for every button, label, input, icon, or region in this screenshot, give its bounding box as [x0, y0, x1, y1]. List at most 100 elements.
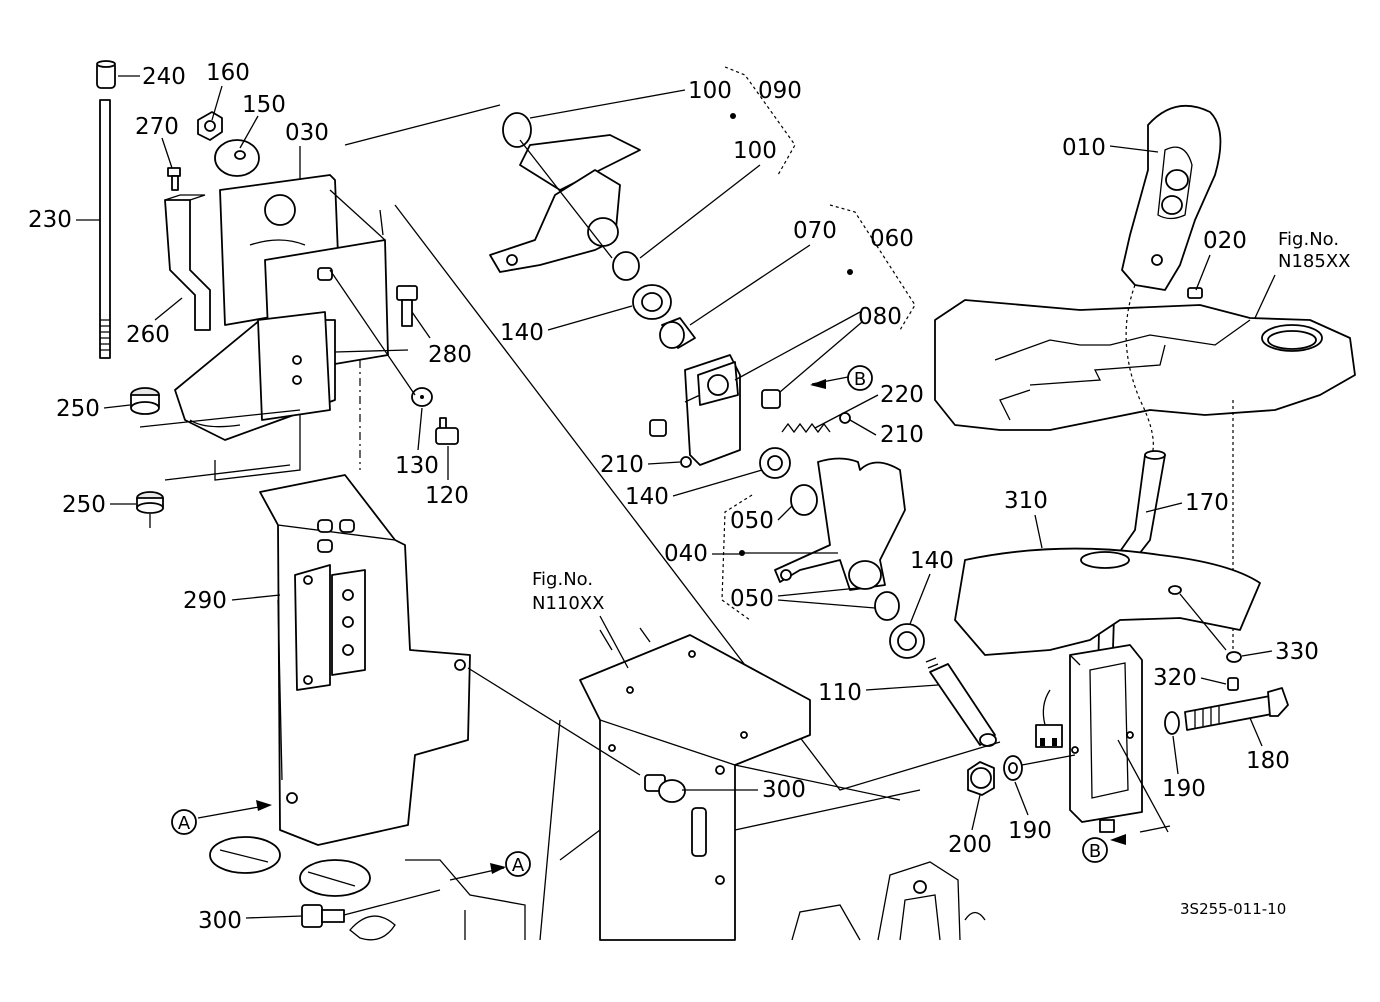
svg-text:210: 210: [880, 422, 924, 448]
svg-text:130: 130: [395, 453, 439, 479]
svg-text:010: 010: [1062, 135, 1106, 161]
block-060: [684, 354, 741, 466]
bushing-050-upper: [790, 484, 818, 516]
fig-ref-n110: Fig.No. N110XX: [532, 569, 629, 669]
lever-090: [489, 134, 641, 273]
svg-text:300: 300: [762, 777, 806, 803]
svg-text:080: 080: [858, 304, 902, 330]
svg-text:040: 040: [664, 541, 708, 567]
callout-320: 320: [1153, 665, 1227, 691]
callout-050-lower: 050: [730, 586, 876, 612]
svg-text:060: 060: [870, 226, 914, 252]
callout-260: 260: [126, 297, 183, 348]
svg-text:170: 170: [1185, 490, 1229, 516]
floor-hole: [299, 859, 371, 897]
svg-text:020: 020: [1203, 228, 1247, 254]
callout-150: 150: [239, 92, 286, 149]
bushing-100-upper: [502, 112, 532, 148]
svg-text:220: 220: [880, 382, 924, 408]
svg-text:050: 050: [730, 586, 774, 612]
section-mark-a-left: A: [171, 800, 272, 835]
bracket-260: [164, 194, 211, 331]
nut-250-lower: [136, 491, 164, 528]
svg-text:N110XX: N110XX: [532, 593, 604, 614]
screw-020: [1187, 287, 1203, 299]
callout-030: 030: [285, 120, 329, 180]
washer-140-mid: [759, 447, 791, 479]
svg-text:250: 250: [62, 492, 106, 518]
collar-070: [659, 317, 696, 349]
svg-text:200: 200: [948, 832, 992, 858]
svg-text:320: 320: [1153, 665, 1197, 691]
svg-text:300: 300: [198, 908, 242, 934]
callout-140-mid: 140: [625, 469, 763, 510]
cover-310: [954, 547, 1261, 656]
callout-190-left: 190: [1008, 781, 1052, 844]
callout-020: 020: [1195, 228, 1247, 291]
svg-text:140: 140: [500, 320, 544, 346]
callout-200: 200: [948, 794, 992, 858]
bolt-280: [396, 285, 418, 327]
switch-connector: [1035, 689, 1063, 748]
screw-320: [1227, 677, 1239, 691]
callout-110: 110: [818, 680, 939, 706]
pin-080-b: [649, 419, 667, 437]
svg-text:290: 290: [183, 588, 227, 614]
callout-210-right: 210: [849, 419, 924, 448]
callout-330: 330: [1241, 639, 1319, 665]
svg-text:110: 110: [818, 680, 862, 706]
bushing-100-lower: [612, 251, 640, 281]
svg-text:140: 140: [910, 548, 954, 574]
clip-330: [1226, 651, 1242, 663]
pin-080-a: [761, 389, 781, 409]
bolt-120: [435, 417, 459, 445]
bushing-050-lower: [874, 591, 900, 621]
section-mark-a-bottom: A: [449, 851, 531, 881]
svg-text:190: 190: [1008, 818, 1052, 844]
console-n185: [934, 299, 1356, 431]
svg-text:270: 270: [135, 114, 179, 140]
callout-210-left: 210: [600, 452, 681, 478]
nut-160: [197, 111, 223, 141]
washer-190-left: [1003, 755, 1023, 781]
callout-040: 040: [664, 541, 740, 567]
washer-140-upper: [632, 284, 672, 320]
callout-300-center: 300: [682, 777, 806, 803]
svg-text:A: A: [512, 855, 525, 876]
svg-text:230: 230: [28, 207, 72, 233]
callout-290: 290: [183, 588, 281, 614]
callout-130: 130: [395, 407, 439, 479]
svg-text:A: A: [178, 813, 191, 834]
callout-310: 310: [1004, 488, 1048, 549]
callout-120: 120: [425, 446, 469, 509]
svg-text:B: B: [854, 369, 866, 390]
callout-230: 230: [28, 207, 100, 233]
bolt-180: [1184, 687, 1289, 731]
callout-190-right: 190: [1162, 735, 1206, 802]
svg-text:310: 310: [1004, 488, 1048, 514]
spring-220: [781, 422, 831, 434]
floor-hole: [209, 836, 281, 874]
svg-text:100: 100: [688, 78, 732, 104]
callout-240: 240: [142, 64, 186, 90]
support-290: [259, 474, 471, 846]
callout-140-lower: 140: [909, 548, 954, 625]
svg-text:260: 260: [126, 322, 170, 348]
svg-text:Fig.No.: Fig.No.: [532, 569, 593, 590]
bolt-300-upper: [644, 774, 686, 803]
callout-250-lower: 250: [62, 492, 136, 518]
svg-text:Fig.No.: Fig.No.: [1278, 229, 1339, 250]
drawing-code: 3S255-011-10: [1180, 900, 1286, 918]
svg-text:160: 160: [206, 60, 250, 86]
callout-090: 090: [758, 78, 802, 104]
washer-190-right: [1164, 711, 1180, 735]
pin-110: [925, 657, 997, 747]
nut-250-upper: [130, 387, 160, 415]
callout-070: 070: [689, 218, 837, 326]
callout-250-upper: 250: [56, 396, 131, 422]
lever-040: [774, 457, 906, 591]
svg-text:180: 180: [1246, 748, 1290, 774]
svg-text:250: 250: [56, 396, 100, 422]
callout-100-upper: 100: [529, 78, 732, 119]
